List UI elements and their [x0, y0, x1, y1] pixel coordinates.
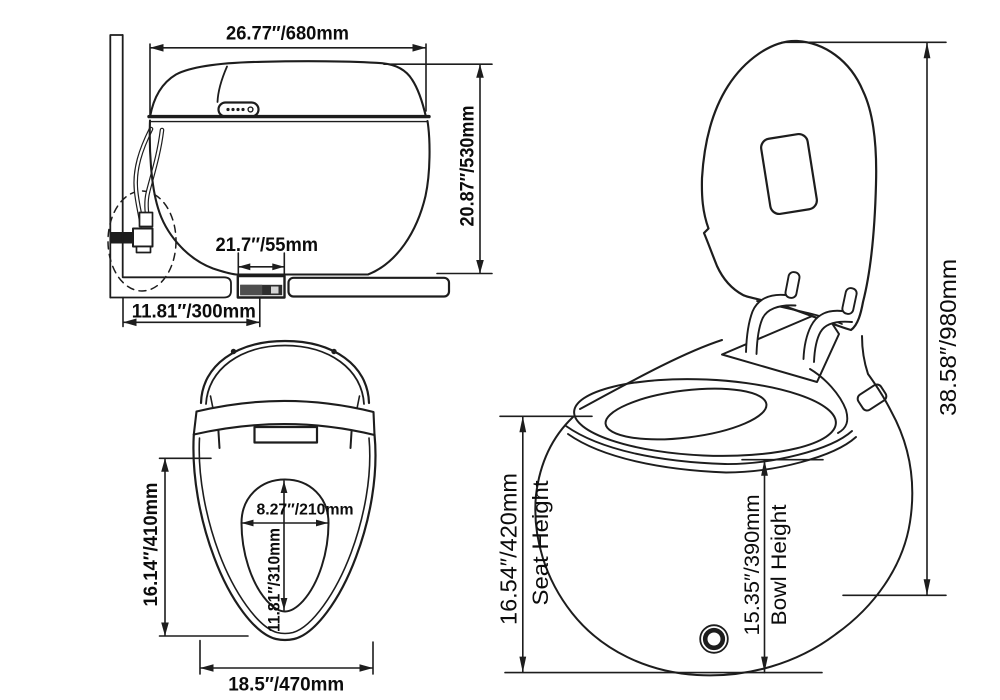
svg-text:16.14″/410mm: 16.14″/410mm	[141, 483, 162, 607]
svg-text:20.87″/530mm: 20.87″/530mm	[458, 106, 479, 227]
svg-text:16.54″/420mm: 16.54″/420mm	[496, 473, 522, 625]
svg-text:Bowl Height: Bowl Height	[767, 504, 791, 625]
svg-text:Seat Height: Seat Height	[528, 481, 553, 606]
svg-text:11.81″/300mm: 11.81″/300mm	[132, 302, 256, 323]
svg-text:21.7″/55mm: 21.7″/55mm	[216, 235, 319, 256]
svg-text:11.81″/310mm: 11.81″/310mm	[266, 528, 284, 632]
svg-text:38.58″/980mm: 38.58″/980mm	[935, 259, 961, 416]
svg-text:8.27″/210mm: 8.27″/210mm	[257, 502, 354, 519]
svg-text:18.5″/470mm: 18.5″/470mm	[228, 675, 344, 696]
svg-text:26.77″/680mm: 26.77″/680mm	[226, 24, 349, 45]
svg-text:15.35″/390mm: 15.35″/390mm	[740, 495, 764, 636]
